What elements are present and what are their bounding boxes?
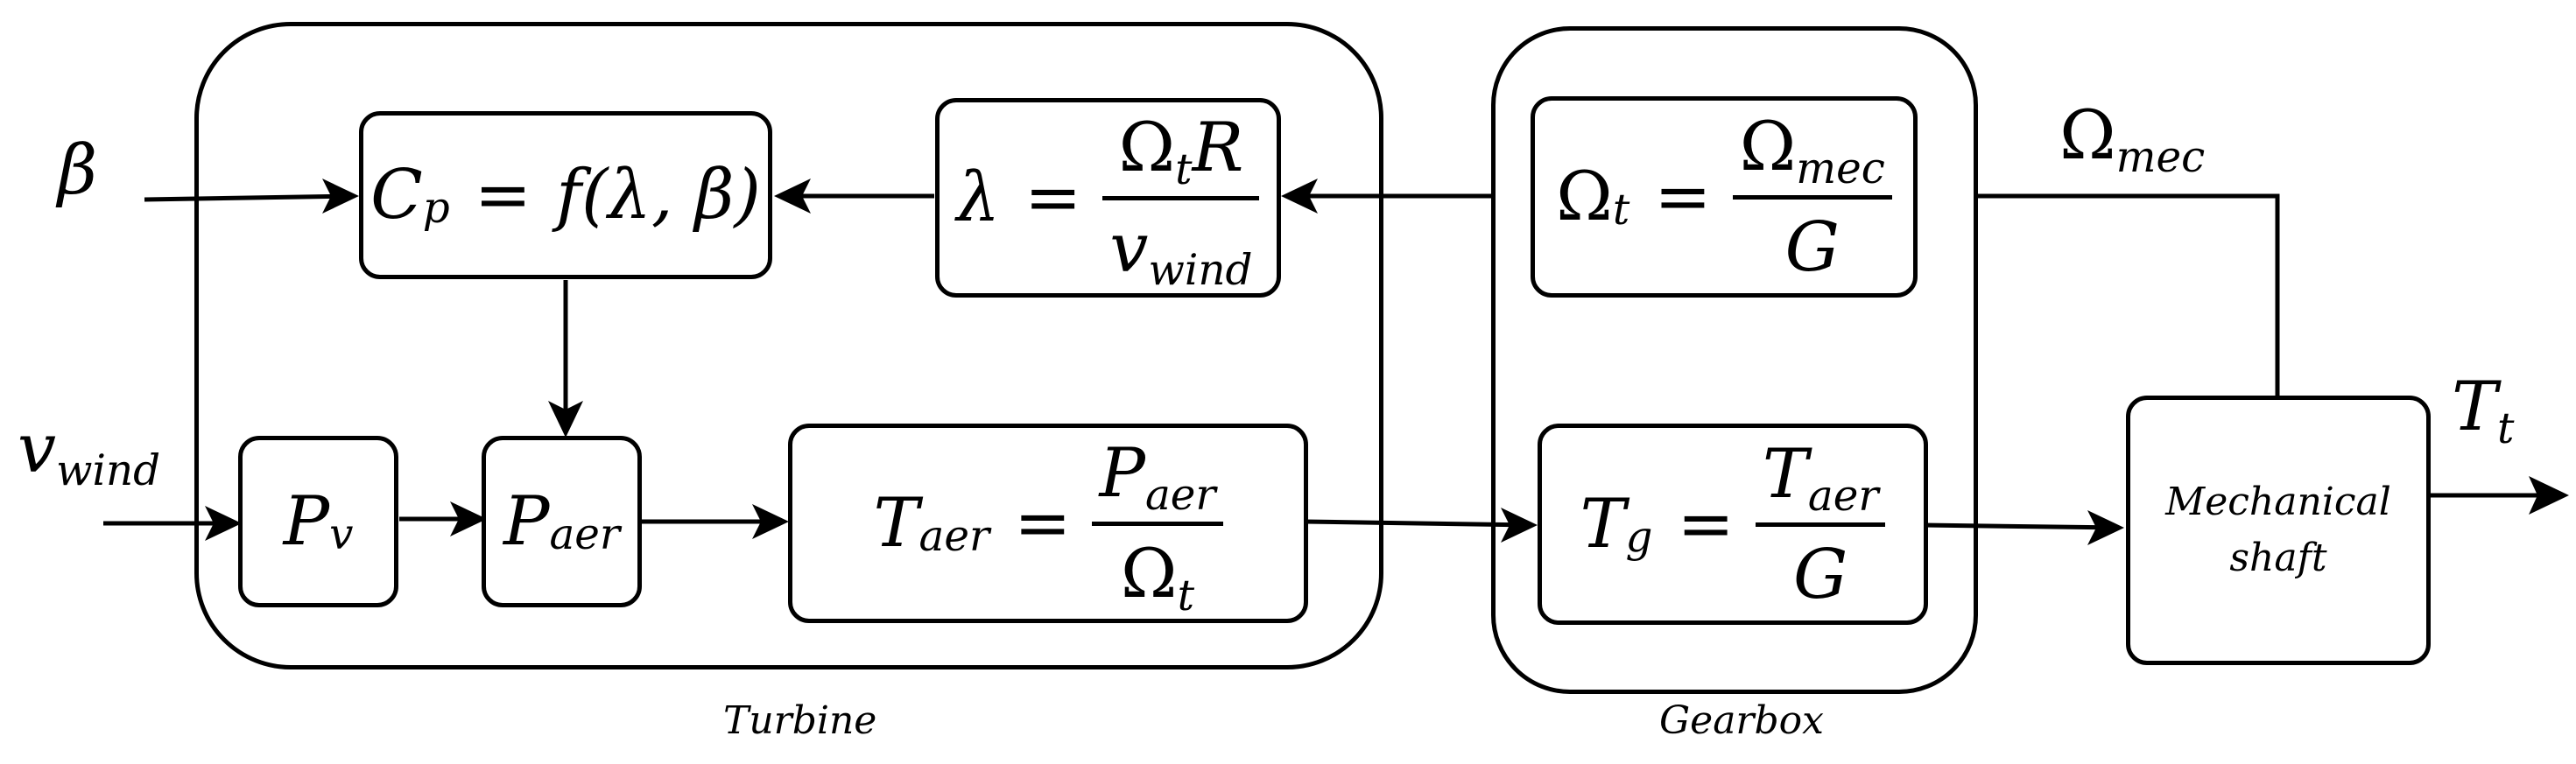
turbine-label: Turbine <box>723 698 877 743</box>
head-beta-to-cp <box>322 179 359 214</box>
head-paer-to-taer <box>752 504 789 539</box>
head-wind-to-pv <box>205 506 242 541</box>
head-cp-to-paer <box>548 401 583 438</box>
gearbox-group <box>1491 26 1978 694</box>
mechanical-shaft-label: Mechanical shaft <box>2165 480 2391 580</box>
head-lambda-to-cp <box>774 179 811 214</box>
head-pv-to-paer <box>450 501 487 536</box>
head-shaft-to-tt <box>2529 476 2569 515</box>
omega-mec-label: Ωmec <box>2059 96 2206 183</box>
pitch-input-label: β <box>58 131 98 210</box>
torque-output-label: Tt <box>2452 368 2515 454</box>
head-gearbox-to-lambda <box>1281 179 1318 214</box>
head-taer-to-tg <box>1501 508 1538 543</box>
mechanical-shaft-block: Mechanical shaft <box>2126 396 2431 665</box>
arrow-tg-to-shaft <box>1922 522 2120 530</box>
wind-input-label: vwind <box>18 410 161 496</box>
arrowheads <box>205 179 2569 545</box>
feedback-omega-mec <box>1975 193 2280 398</box>
turbine-group <box>194 22 1383 669</box>
gearbox-label: Gearbox <box>1659 698 1824 743</box>
arrow-beta-to-cp <box>144 193 355 202</box>
head-tg-to-shaft <box>2087 510 2124 545</box>
